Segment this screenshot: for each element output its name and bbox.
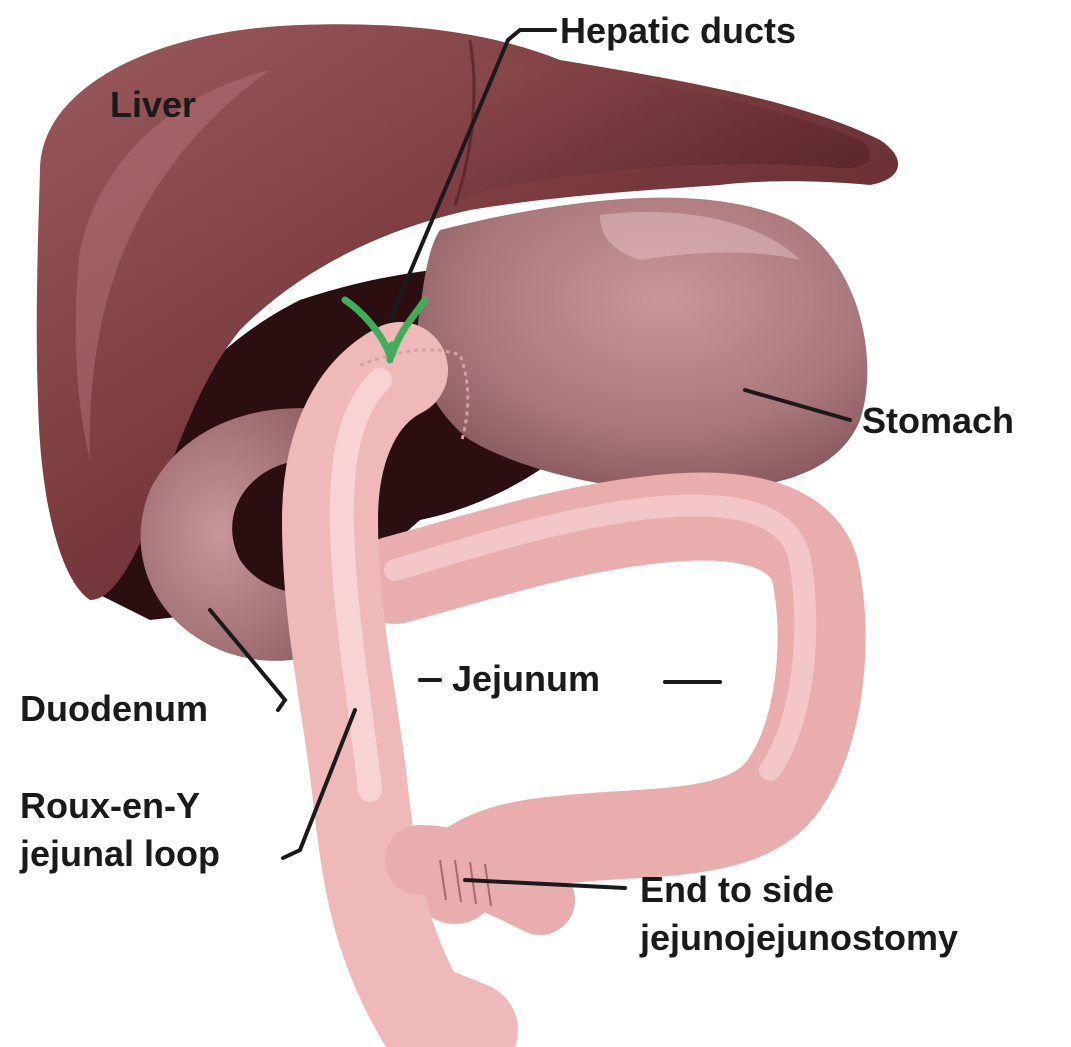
jejunum-label: Jejunum (452, 656, 600, 702)
roux-en-y-label-line1: Roux-en-Y (20, 782, 220, 830)
hepatic-ducts-label: Hepatic ducts (560, 8, 796, 54)
roux-en-y-label: Roux-en-Y jejunal loop (20, 782, 220, 878)
roux-en-y-label-line2: jejunal loop (20, 830, 220, 878)
stomach-label: Stomach (862, 398, 1014, 444)
duodenum-label: Duodenum (20, 686, 208, 732)
liver-label: Liver (110, 82, 196, 128)
anastomosis-label-line1: End to side (640, 866, 958, 914)
anastomosis-label: End to side jejunojejunostomy (640, 866, 958, 962)
anastomosis-label-line2: jejunojejunostomy (640, 914, 958, 962)
